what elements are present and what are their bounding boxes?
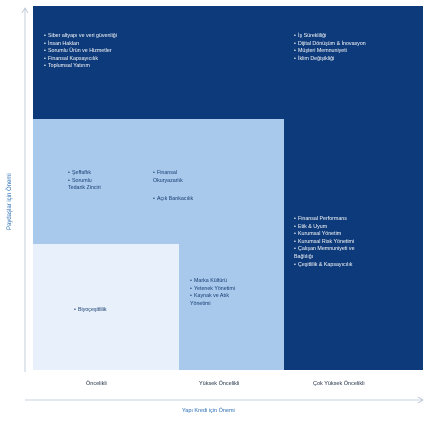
list-top-left: •Siber altyapı ve veri güvenliği•İnsan H… [44, 33, 117, 71]
list-middle-col2b: •Açık Bankacılık [153, 196, 193, 204]
topic-label: Kaynak ve Atık Yönetimi [190, 293, 230, 307]
bullet-icon: • [294, 33, 296, 39]
topic-item: •Biyoçeşitlilik [74, 307, 107, 315]
topic-label: Finansal Okuryazarlık [153, 170, 183, 184]
bullet-icon: • [44, 48, 46, 55]
topic-label: İklim Değişikliği [298, 55, 335, 62]
topic-item: •Sorumlu Tedarik Zinciri [68, 178, 101, 193]
bullet-icon: • [153, 196, 155, 202]
topic-item: •Siber altyapı ve veri güvenliği [44, 33, 117, 41]
region-priority [33, 244, 179, 370]
topic-label: Müşteri Memnuniyeti [298, 48, 347, 55]
bullet-icon: • [294, 246, 296, 253]
bullet-icon: • [294, 40, 296, 47]
topic-item: •İş Sürekliliği [294, 33, 366, 41]
y-axis-label: Paydaşlar için Önemi [5, 173, 15, 230]
topic-label: Yetenek Yönetimi [194, 285, 235, 292]
y-axis-label-text: Paydaşlar için Önemi [7, 173, 13, 230]
bullet-icon: • [294, 48, 296, 55]
topic-label: Marka Kültürü [194, 278, 227, 284]
topic-label: İnsan Hakları [48, 40, 80, 47]
topic-item: •Finansal Okuryazarlık [153, 170, 183, 185]
bullet-icon: • [153, 170, 155, 176]
topic-item: •Çeşitlilik & Kapsayıcılık [294, 262, 355, 270]
x-category-high: Yüksek Öncelikli [199, 381, 240, 387]
topic-label: Siber altyapı ve veri güvenliği [48, 33, 117, 39]
list-middle-col2a: •Finansal Okuryazarlık [153, 170, 183, 185]
bullet-icon: • [190, 285, 192, 292]
topic-label: Finansal Kapsayıcılık [48, 55, 99, 62]
topic-item: •Kurumsal Yönetim [294, 231, 355, 239]
topic-label: Finansal Performans [298, 216, 347, 222]
topic-label: Çeşitlilik & Kapsayıcılık [298, 261, 353, 268]
topic-item: •Açık Bankacılık [153, 196, 193, 204]
region-high-lower [179, 244, 284, 370]
topic-item: •Finansal Performans [294, 216, 355, 224]
topic-item: •Yetenek Yönetimi [190, 286, 235, 294]
bullet-icon: • [44, 33, 46, 39]
topic-item: •Marka Kültürü [190, 278, 235, 286]
region-very-high-right [284, 119, 423, 370]
bullet-icon: • [294, 231, 296, 238]
x-category-very-high: Çok Yüksek Öncelikli [313, 381, 365, 387]
topic-label: Kurumsal Yönetim [298, 231, 342, 238]
list-right-column: •Finansal Performans•Etik & Uyum•Kurumsa… [294, 216, 355, 269]
topic-label: Dijital Dönüşüm & İnovasyon [298, 40, 366, 47]
topic-label: Sorumlu Ürün ve Hizmetler [48, 48, 112, 55]
topic-item: •Kaynak ve Atık Yönetimi [190, 293, 235, 308]
topic-item: •Sorumlu Ürün ve Hizmetler [44, 48, 117, 56]
bullet-icon: • [190, 293, 192, 300]
topic-item: •Çalışan Memnuniyeti ve Bağlılığı [294, 246, 355, 261]
bullet-icon: • [294, 261, 296, 268]
topic-label: Etik & Uyum [298, 223, 328, 230]
topic-label: Biyoçeşitlilik [78, 307, 107, 313]
bullet-icon: • [294, 55, 296, 62]
topic-label: İş Sürekliliği [298, 33, 327, 39]
topic-item: •Şeffaflık [68, 170, 101, 178]
list-lower-left: •Biyoçeşitlilik [74, 307, 107, 315]
bullet-icon: • [44, 63, 46, 70]
bullet-icon: • [44, 55, 46, 62]
y-axis-arrow [21, 7, 29, 14]
bullet-icon: • [44, 40, 46, 47]
bullet-icon: • [74, 307, 76, 313]
list-top-right: •İş Sürekliliği•Dijital Dönüşüm & İnovas… [294, 33, 366, 63]
bullet-icon: • [294, 238, 296, 245]
bullet-icon: • [190, 278, 192, 284]
topic-item: •Finansal Kapsayıcılık [44, 56, 117, 64]
topic-item: •İnsan Hakları [44, 41, 117, 49]
topic-label: Kurumsal Risk Yönetimi [298, 238, 355, 245]
bullet-icon: • [294, 223, 296, 230]
list-middle-col1: •Şeffaflık•Sorumlu Tedarik Zinciri [68, 170, 101, 193]
topic-item: •İklim Değişikliği [294, 56, 366, 64]
topic-label: Açık Bankacılık [157, 196, 194, 202]
list-lower-middle: •Marka Kültürü•Yetenek Yönetimi•Kaynak v… [190, 278, 235, 308]
topic-item: •Etik & Uyum [294, 224, 355, 232]
bullet-icon: • [68, 177, 70, 184]
x-category-priority: Öncelikli [86, 381, 107, 387]
x-axis-label: Yapı Kredi için Önemi [182, 408, 235, 414]
topic-label: Toplumsal Yatırım [48, 63, 90, 70]
topic-label: Sorumlu Tedarik Zinciri [68, 177, 101, 192]
region-very-high-top [33, 6, 423, 119]
topic-item: •Toplumsal Yatırım [44, 63, 117, 71]
bullet-icon: • [68, 170, 70, 176]
topic-label: Çalışan Memnuniyeti ve Bağlılığı [294, 246, 355, 260]
bullet-icon: • [294, 216, 296, 222]
topic-item: •Müşteri Memnuniyeti [294, 48, 366, 56]
topic-label: Şeffaflık [72, 170, 92, 176]
x-axis-arrow [417, 396, 424, 404]
topic-item: •Dijital Dönüşüm & İnovasyon [294, 41, 366, 49]
topic-item: •Kurumsal Risk Yönetimi [294, 239, 355, 247]
region-high-middle [33, 119, 284, 244]
